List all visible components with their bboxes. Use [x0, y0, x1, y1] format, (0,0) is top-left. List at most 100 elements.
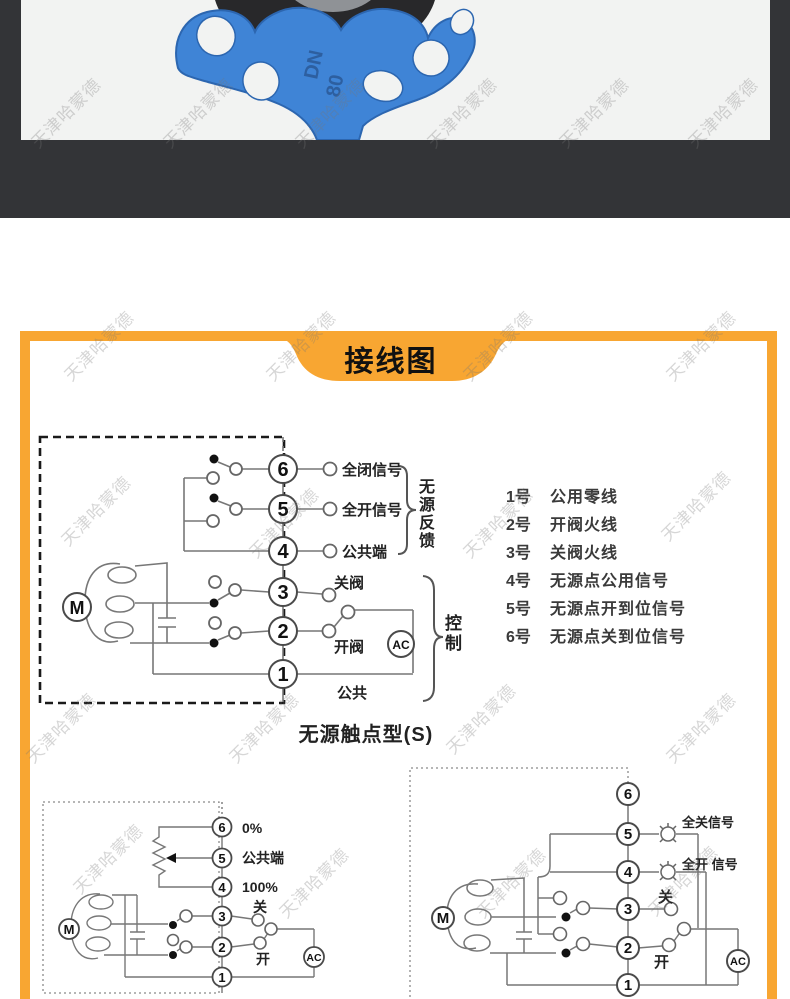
terminal-6: 6: [218, 820, 225, 835]
photo-dark-band: DN 80: [0, 0, 790, 218]
label-common-terminal: 公共端: [342, 543, 387, 561]
legend-row: 5号 无源点开到位信号: [506, 596, 686, 624]
legend-num: 4号: [506, 573, 531, 590]
contacts: [166, 909, 278, 959]
terminal-5: 5: [624, 826, 632, 843]
legend-num: 3号: [506, 545, 531, 562]
terminal-3: 3: [624, 901, 632, 918]
wiper-arrow: [166, 853, 176, 863]
legend-row: 2号 开阀火线: [506, 512, 686, 540]
legend-row: 3号 关阀火线: [506, 540, 686, 568]
valve-photo: DN 80: [21, 0, 770, 140]
diagram-passive-contact: 6 5 4 3 2 1 M AC 全闭信号 全开信号 公共端 关阀 开阀 公共: [38, 435, 444, 705]
legend-desc: 公用零线: [550, 489, 619, 506]
terminal-1: 1: [277, 664, 288, 686]
ac-label: AC: [392, 638, 410, 652]
label-common: 公共: [337, 685, 367, 702]
terminal-4: 4: [277, 541, 289, 563]
terminal-1: 1: [218, 970, 225, 985]
terminal-circles: [211, 816, 233, 988]
label-0pct: 0%: [242, 820, 263, 836]
label-open: 开: [256, 951, 270, 967]
label-close: 关: [658, 888, 673, 906]
group-label-feedback: 无源反馈: [416, 478, 433, 550]
legend-row: 4号 无源点公用信号: [506, 568, 686, 596]
terminal-circles: [268, 454, 298, 689]
diagram-lamp: 6 5 4 3 2 1 M AC 全关信号 全开 信号 关 开: [409, 767, 750, 999]
label-full-open: 全开信号: [341, 501, 402, 519]
contacts: [552, 890, 692, 958]
motor-circle: [431, 906, 455, 930]
terminal-5: 5: [277, 499, 288, 521]
motor-label: M: [437, 910, 450, 927]
label-100pct: 100%: [242, 879, 278, 895]
terminal-2: 2: [218, 940, 225, 955]
terminal-2: 2: [624, 940, 632, 957]
label-open: 开: [654, 954, 669, 971]
label-close: 关: [253, 899, 267, 915]
signal-labels: 全关信号 全开 信号 关 开: [654, 815, 738, 971]
wires: [84, 437, 414, 702]
terminal-6: 6: [624, 786, 632, 803]
legend-num: 1号: [506, 489, 531, 506]
dotted-enclosure: [409, 767, 629, 999]
terminal-4: 4: [624, 864, 633, 881]
terminal-5: 5: [218, 851, 225, 866]
terminal-3: 3: [218, 909, 225, 924]
legend-row: 6号 无源点关到位信号: [506, 624, 686, 652]
motor-circle: [58, 918, 80, 940]
terminal-numbers: 6 5 4 3 2 1: [277, 459, 289, 686]
motor-label: M: [70, 598, 85, 618]
legend-row: 1号 公用零线: [506, 484, 686, 512]
signal-labels: 0% 公共端 100% 关 开: [242, 820, 284, 967]
terminal-3: 3: [277, 582, 288, 604]
terminal-4: 4: [218, 880, 226, 895]
signal-labels: 全闭信号 全开信号 公共端 关阀 开阀 公共: [334, 461, 402, 702]
legend-desc: 无源点关到位信号: [550, 629, 687, 646]
legend-desc: 无源点开到位信号: [550, 601, 687, 618]
terminal-numbers: 6 5 4 3 2 1: [218, 820, 226, 985]
legend-num: 6号: [506, 629, 531, 646]
terminal-1: 1: [624, 977, 632, 994]
wiring-section-frame: [20, 331, 777, 999]
dotted-enclosure: [42, 801, 220, 994]
group-label-control: 控制: [442, 614, 461, 654]
label-full-close-signal: 全关信号: [681, 815, 734, 830]
ac-circle: [303, 946, 325, 968]
legend-num: 2号: [506, 517, 531, 534]
terminal-circles: [616, 782, 640, 997]
motor-circle: [62, 592, 92, 622]
legend-desc: 无源点公用信号: [550, 573, 670, 590]
legend-num: 5号: [506, 601, 531, 618]
ac-circle: [726, 949, 750, 973]
label-full-open-signal: 全开 信号: [681, 857, 738, 872]
terminal-2: 2: [277, 621, 288, 643]
motor-label: M: [64, 922, 75, 937]
lamp-symbols: [659, 823, 677, 881]
wires: [70, 802, 315, 993]
label-common-terminal: 公共端: [242, 850, 284, 866]
section-title: 接线图: [344, 346, 438, 378]
diagram-caption: 无源触点型(S): [298, 724, 434, 746]
label-open-valve: 开阀: [334, 638, 364, 656]
title-tab: [262, 331, 521, 381]
group-braces: [397, 465, 444, 702]
legend-desc: 关阀火线: [550, 545, 619, 562]
label-full-close: 全闭信号: [341, 461, 402, 479]
ac-label: AC: [306, 952, 322, 964]
diagram-potentiometer: 6 5 4 3 2 1 M AC 0% 公共端 100% 关 开: [42, 801, 325, 994]
legend-desc: 开阀火线: [550, 517, 619, 534]
contacts: [206, 454, 356, 648]
ac-circle: [387, 630, 415, 658]
wires: [446, 804, 739, 986]
ac-label: AC: [730, 956, 746, 968]
terminal-6: 6: [277, 459, 288, 481]
label-close-valve: 关阀: [334, 574, 364, 592]
terminal-numbers: 6 5 4 3 2 1: [624, 786, 633, 994]
handle-holes: [195, 8, 475, 103]
emboss-size: 80: [322, 73, 348, 99]
dashed-enclosure: [38, 435, 286, 705]
butterfly-valve-illustration: DN 80: [175, 0, 476, 140]
